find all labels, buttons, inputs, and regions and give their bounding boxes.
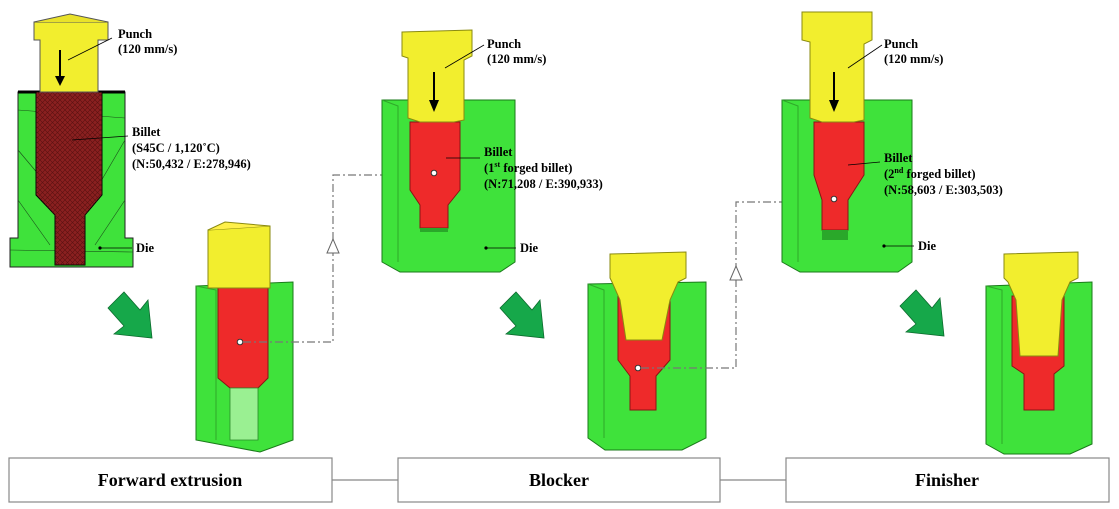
- punch-blocker-setup: [401, 29, 473, 123]
- stage2-setup-assembly: Punch (120 mm/s) Billet (1st forged bill…: [381, 29, 603, 273]
- s2-die-label: Die: [520, 241, 539, 255]
- stage-label-blocker: Blocker: [397, 457, 721, 503]
- s2-billet-label: Billet: [484, 145, 513, 159]
- punch-initial: [33, 21, 109, 93]
- s1-punch-label: Punch: [118, 27, 152, 41]
- stage-label-text: Forward extrusion: [98, 470, 242, 490]
- s3-billet-mesh: (N:58,603 / E:303,503): [884, 183, 1003, 197]
- punch-finisher: [1003, 251, 1079, 357]
- s3-die-label: Die: [918, 239, 937, 253]
- s1-billet-material: (S45C / 1,120˚C): [132, 141, 220, 155]
- punch-blocker: [609, 251, 687, 341]
- s2-punch-speed: (120 mm/s): [487, 52, 546, 66]
- stage-label-finisher: Finisher: [785, 457, 1110, 503]
- stage-label-text: Finisher: [915, 470, 979, 490]
- s2-billet-mesh: (N:71,208 / E:390,933): [484, 177, 603, 191]
- stage3-setup-assembly: Punch (120 mm/s) Billet (2nd forged bill…: [781, 11, 1003, 273]
- transition-arrow-1: [107, 291, 153, 339]
- stage1-initial-assembly: Punch (120 mm/s) Billet (S45C / 1,120˚C)…: [9, 13, 251, 268]
- transition-arrow-2: [499, 291, 545, 339]
- s1-billet-label: Billet: [132, 125, 161, 139]
- transition-arrow-3: [899, 289, 945, 337]
- s1-billet-mesh: (N:50,432 / E:278,946): [132, 157, 251, 171]
- punch-finisher-setup: [801, 11, 873, 123]
- s3-billet-label: Billet: [884, 151, 913, 165]
- s2-punch-label: Punch: [487, 37, 521, 51]
- stage2-result-assembly: [587, 251, 707, 451]
- s3-billet-sub: (2nd forged billet): [884, 166, 976, 181]
- stage-label-forward-extrusion: Forward extrusion: [8, 457, 333, 503]
- stage1-result-assembly: [195, 221, 294, 453]
- s1-punch-speed: (120 mm/s): [118, 42, 177, 56]
- stage3-result-assembly: [985, 251, 1093, 455]
- punch-forward-extrusion: [207, 225, 271, 289]
- billet-forward-extrusion: [217, 287, 269, 389]
- s3-punch-speed: (120 mm/s): [884, 52, 943, 66]
- stage-label-text: Blocker: [529, 470, 589, 490]
- s2-billet-sub: (1st forged billet): [484, 160, 572, 175]
- s3-punch-label: Punch: [884, 37, 918, 51]
- s1-die-label: Die: [136, 241, 155, 255]
